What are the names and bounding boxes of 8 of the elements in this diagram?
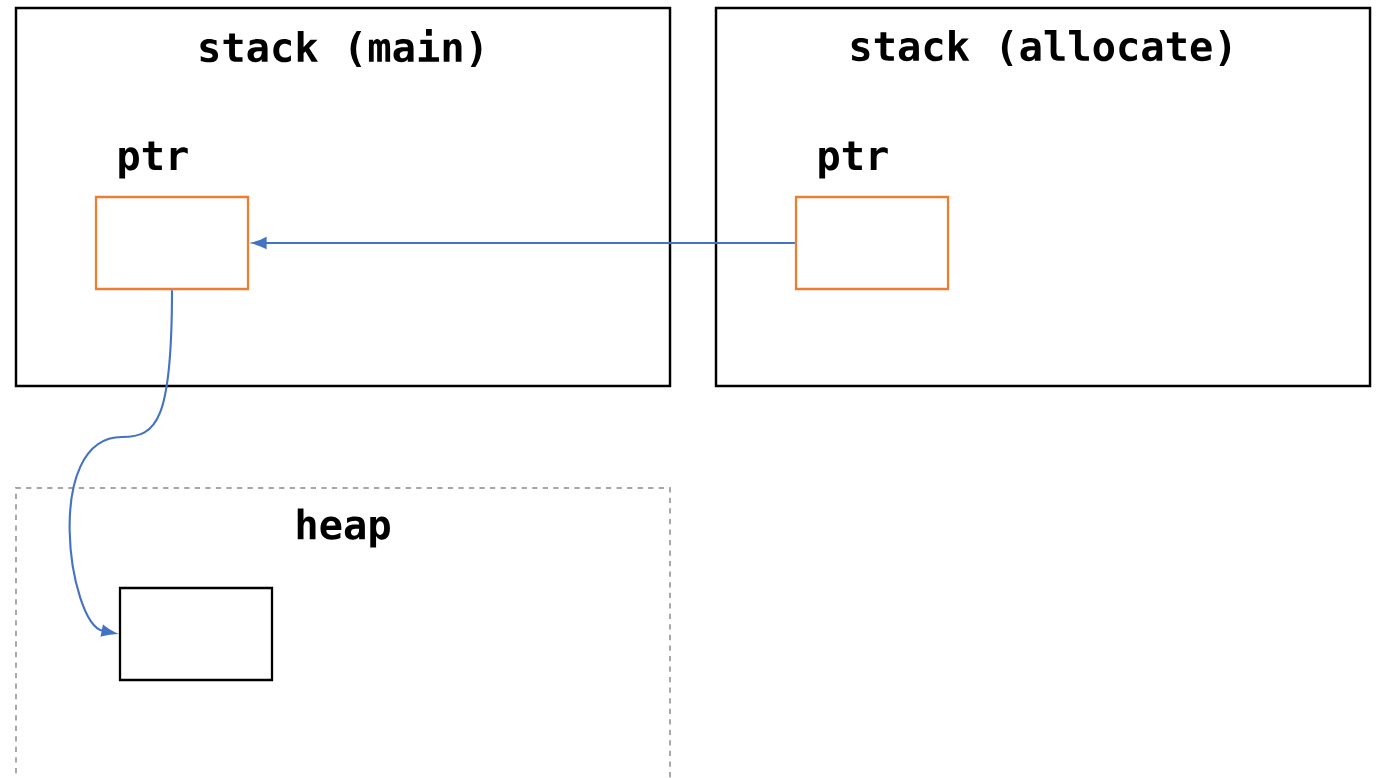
heap-block-box bbox=[118, 586, 274, 682]
frame-title: stack (allocate) bbox=[851, 29, 1231, 66]
frame-title: stack (main) bbox=[200, 28, 482, 68]
variable-label: ptr bbox=[819, 141, 888, 179]
variable-label: ptr bbox=[119, 141, 188, 179]
heap-title: heap bbox=[297, 508, 390, 548]
arrow bbox=[68, 290, 174, 637]
arrow bbox=[252, 237, 795, 249]
